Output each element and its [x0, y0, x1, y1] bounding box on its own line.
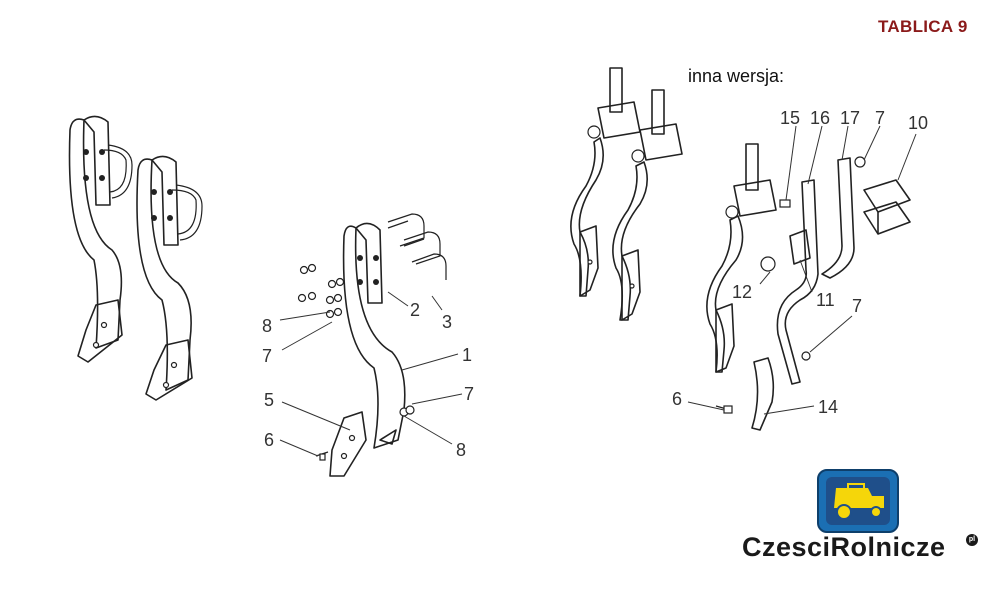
- tractor-icon: [817, 469, 899, 533]
- callout-7-top: 7: [875, 108, 885, 128]
- callout-2: 2: [410, 300, 420, 320]
- callout-6-alt: 6: [672, 389, 682, 409]
- callout-10: 10: [908, 113, 928, 133]
- spring-strips: [776, 157, 855, 385]
- callout-17: 17: [840, 108, 860, 128]
- brand-name: CzesciRolnicze: [742, 532, 946, 562]
- callout-15: 15: [780, 108, 800, 128]
- alt-hardware: [715, 156, 911, 431]
- callout-14: 14: [818, 397, 838, 417]
- exploded-tine-main: [342, 222, 406, 449]
- alt-tine-a: [570, 67, 641, 297]
- callout-3: 3: [442, 312, 452, 332]
- callout-5: 5: [264, 390, 274, 410]
- callout-16: 16: [810, 108, 830, 128]
- callout-7-upper: 7: [262, 346, 272, 366]
- brand-badge: pl: [966, 534, 978, 546]
- callout-8-lower: 8: [456, 440, 466, 460]
- callout-8-upper: 8: [262, 316, 272, 336]
- nuts-washers: [297, 263, 345, 319]
- callout-1: 1: [462, 345, 472, 365]
- u-bolts: [387, 213, 447, 280]
- assembled-tine-left-b: [136, 155, 203, 401]
- sheet-title: TABLICA 9: [878, 17, 968, 36]
- alternate-version-label: inna wersja:: [688, 66, 785, 86]
- share-point: [329, 411, 367, 477]
- callout-7-mid: 7: [852, 296, 862, 316]
- assembled-tine-left-a: [68, 115, 133, 363]
- alt-tine-c: [706, 143, 777, 373]
- callout-7-lower: 7: [464, 384, 474, 404]
- alt-tine-b: [612, 89, 683, 321]
- bolt-and-nut: [315, 405, 415, 461]
- callout-11: 11: [816, 290, 835, 310]
- callout-12: 12: [732, 282, 752, 302]
- callout-6: 6: [264, 430, 274, 450]
